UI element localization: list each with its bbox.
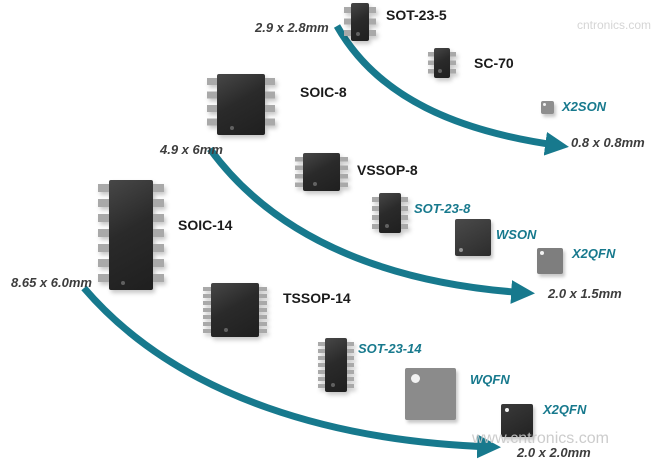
chip-pins-left [207,78,217,131]
soic-14-dimension: 8.65 x 6.0mm [11,275,92,290]
chip-body [211,283,259,337]
x2qfn-row2-dimension: 2.0 x 1.5mm [548,286,622,301]
soic-14-label: SOIC-14 [178,217,233,233]
chip-body [351,3,369,41]
wson-label: WSON [496,227,537,242]
x2son-label: X2SON [562,99,607,114]
sot-23-8-label: SOT-23-8 [414,201,471,216]
chip-pins-right [401,197,408,229]
chip-pins-right [265,78,275,131]
sot-23-14-chip-icon [318,338,354,392]
chip-pins-right [153,184,164,286]
chip-pins-left [428,52,434,74]
chip-pins-left [318,342,325,388]
chip-pins-right [347,342,354,388]
sot-23-8-chip-icon [372,193,408,233]
sot-23-5-chip-icon [344,3,376,41]
x2qfn-row2-chip-icon [537,248,563,274]
chip-pins-right [259,287,267,333]
pin1-dot [459,248,463,252]
tssop-14-chip-icon [203,283,267,337]
x2son-dimension: 0.8 x 0.8mm [571,135,645,150]
x2qfn-row3-label: X2QFN [543,402,587,417]
chip-body [325,338,347,392]
chip-pins-left [98,184,109,286]
sot-23-14-label: SOT-23-14 [358,341,422,356]
chip-pins-right [450,52,456,74]
tssop-14-label: TSSOP-14 [283,290,351,306]
watermark-top-right: cntronics.com [576,18,651,32]
wqfn-label: WQFN [470,372,510,387]
pin1-dot [411,374,420,383]
sot-23-5-label: SOT-23-5 [386,7,447,23]
chip-pins-left [344,7,351,37]
chip-body [303,153,340,191]
chip-body [109,180,153,290]
arrow-row1 [333,24,569,156]
vssop-8-label: VSSOP-8 [357,162,418,178]
chip-body [217,74,265,135]
wqfn-chip-icon [405,368,456,420]
soic-8-label: SOIC-8 [300,84,347,100]
sot-23-5-dimension: 2.9 x 2.8mm [255,20,329,35]
sc-70-label: SC-70 [474,55,514,71]
x2qfn-row3-chip-icon [501,404,533,437]
x2qfn-row2-label: X2QFN [572,246,616,261]
wson-chip-icon [455,219,491,256]
chip-body [434,48,450,78]
vssop-8-chip-icon [295,153,348,191]
soic-8-chip-icon [207,74,275,135]
sc-70-chip-icon [428,48,456,78]
soic-8-dimension: 4.9 x 6mm [160,142,223,157]
watermark-bottom-right: www.cntronics.com [472,430,609,447]
chip-pins-right [369,7,376,37]
pin1-dot [543,103,546,106]
x2qfn-row3-dimension: 2.0 x 2.0mm [517,445,591,460]
chip-body [379,193,401,233]
pin1-dot [540,251,544,255]
chip-pins-left [295,157,303,187]
chip-pins-left [203,287,211,333]
pin1-dot [505,408,509,412]
x2son-chip-icon [541,101,554,114]
chip-pins-left [372,197,379,229]
soic-14-chip-icon [98,180,164,290]
chip-pins-right [340,157,348,187]
